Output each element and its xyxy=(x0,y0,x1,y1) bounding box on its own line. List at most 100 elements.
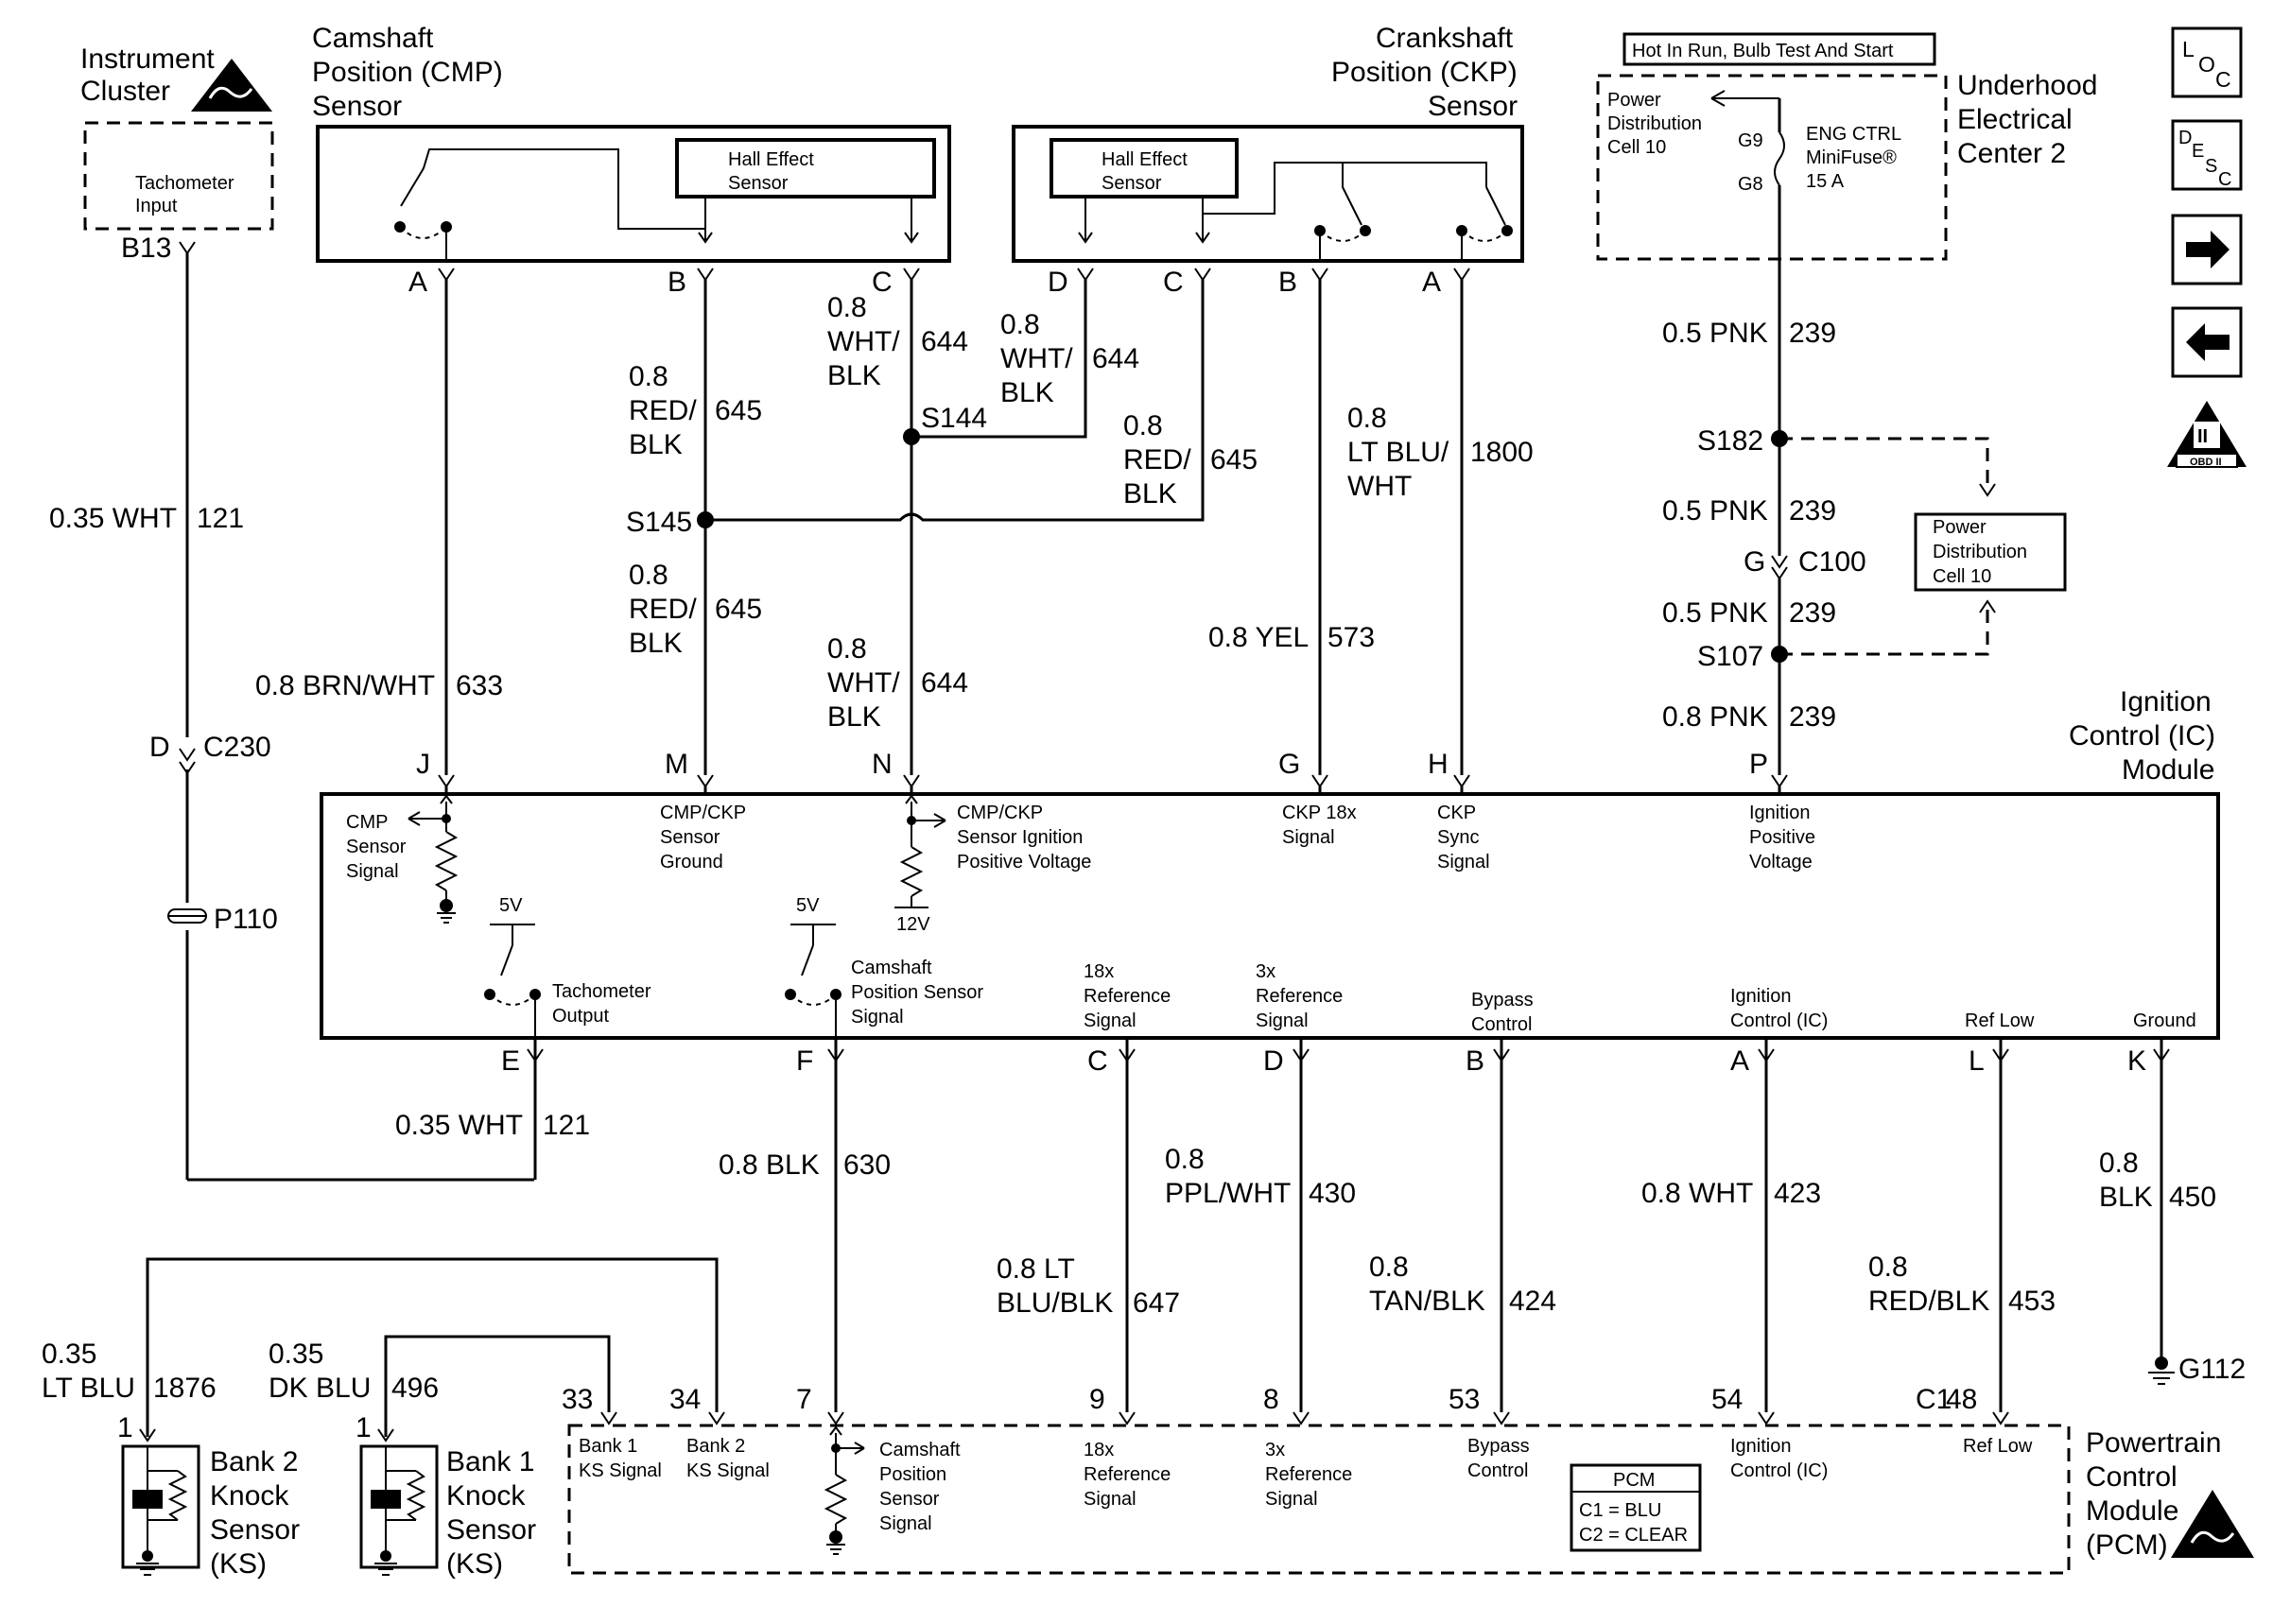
cmp-title-2: Position (CMP) xyxy=(312,57,503,88)
wire-239c-circuit: 239 xyxy=(1789,597,1836,629)
wire-644b-size: 0.8 xyxy=(1000,309,1040,340)
pcm-title: Powertrain xyxy=(2086,1427,2221,1459)
wire-239b-size: 0.5 PNK xyxy=(1662,495,1768,527)
pcm-bypass-label-2: Control xyxy=(1467,1460,1528,1481)
pcm-pin-53: 53 xyxy=(1449,1384,1480,1415)
wire-1876-circuit: 1876 xyxy=(153,1373,217,1404)
pcm-bank1-label-2: KS Signal xyxy=(579,1460,662,1481)
ic-sync-label-3: Signal xyxy=(1437,852,1490,872)
ks2-label: Bank 2 xyxy=(210,1446,298,1477)
svg-text:C: C xyxy=(2218,169,2231,190)
ic-ground-label: Ground xyxy=(2133,1011,2196,1031)
ic-ignv-label-3: Positive Voltage xyxy=(957,852,1091,872)
pcm-pin-8: 8 xyxy=(1263,1384,1279,1415)
ic-cmp-sig-label-3: Signal xyxy=(346,861,399,882)
ic-ignv-label-2: Sensor Ignition xyxy=(957,827,1083,848)
instrument-cluster-title: Instrument xyxy=(80,43,215,75)
pdc-box-label-2: Distribution xyxy=(1933,542,2027,562)
wire-1800-size: 0.8 xyxy=(1347,403,1387,434)
ckp-pin-c: C xyxy=(1163,267,1184,298)
ic-ref3-label-2: Reference xyxy=(1256,986,1343,1007)
wire-1800-circuit: 1800 xyxy=(1470,437,1534,468)
fuse-name-2: MiniFuse® xyxy=(1806,147,1897,168)
instrument-cluster-box xyxy=(83,121,274,231)
pcm-legend-c2: C2 = CLEAR xyxy=(1579,1525,1688,1546)
wire-423-circuit: 423 xyxy=(1774,1178,1821,1209)
wire-1876 xyxy=(146,1257,719,1437)
ic-5v-a: 5V xyxy=(499,895,523,916)
svg-text:D: D xyxy=(2178,128,2192,148)
pcm-pin-34: 34 xyxy=(669,1384,701,1415)
pin-b13: B13 xyxy=(121,233,171,264)
pcm-title-2: Control xyxy=(2086,1461,2178,1493)
pcm-bank1-label: Bank 1 xyxy=(579,1436,637,1457)
svg-text:C: C xyxy=(2215,67,2231,92)
ks1-pin: 1 xyxy=(356,1412,372,1443)
wire-424-circuit: 424 xyxy=(1509,1286,1556,1317)
ic-pin-l: L xyxy=(1969,1045,1985,1077)
wire-645-size: 0.8 xyxy=(629,361,668,392)
c230-pin: D xyxy=(149,732,170,763)
wire-496-circuit: 496 xyxy=(391,1373,439,1404)
cmp-pin-b: B xyxy=(668,267,686,298)
underhood-center-box xyxy=(1596,74,1948,261)
wire-1800-color: LT BLU/ xyxy=(1347,437,1449,468)
pcm-cam-label-4: Signal xyxy=(879,1513,932,1534)
pcm-cam-label: Camshaft xyxy=(879,1440,961,1460)
loc-button[interactable]: LOC xyxy=(2171,26,2243,98)
wire-645-circuit: 645 xyxy=(715,395,762,426)
ic-pin-m: M xyxy=(665,749,688,780)
wire-633-circuit: 633 xyxy=(456,670,503,701)
ks1-label-2: Knock xyxy=(446,1480,526,1512)
fuse-g9: G9 xyxy=(1738,130,1763,151)
wire-430-circuit: 430 xyxy=(1309,1178,1356,1209)
wire-644-size: 0.8 xyxy=(827,292,867,323)
next-arrow-button[interactable] xyxy=(2171,214,2243,285)
wire-645-color-2: BLK xyxy=(629,429,683,460)
ckp-hall-effect xyxy=(1050,138,1239,199)
svg-text:II: II xyxy=(2197,426,2208,447)
obd-ii-icon: II OBD II xyxy=(2167,401,2247,468)
wire-239d-circuit: 239 xyxy=(1789,701,1836,733)
wire-573-circuit: 573 xyxy=(1327,622,1375,653)
hot-in-run-text: Hot In Run, Bulb Test And Start xyxy=(1632,41,1894,61)
prev-arrow-button[interactable] xyxy=(2171,306,2243,378)
cmp-title: Camshaft xyxy=(312,23,434,54)
svg-text:OBD II: OBD II xyxy=(2190,457,2222,468)
wire-630-circuit: 630 xyxy=(843,1149,891,1181)
fuse-g8: G8 xyxy=(1738,174,1763,195)
ic-cmp-sig-label-2: Sensor xyxy=(346,837,407,857)
wire-647-circuit: 647 xyxy=(1133,1287,1180,1319)
pcm-pin-7: 7 xyxy=(796,1384,812,1415)
ks1-label-4: (KS) xyxy=(446,1548,503,1580)
ks2-label-4: (KS) xyxy=(210,1548,267,1580)
arrow-right-icon xyxy=(2186,231,2230,268)
pcm-icc-label: Ignition xyxy=(1730,1436,1792,1457)
wire-424-color: TAN/BLK xyxy=(1369,1286,1485,1317)
ic-pin-f: F xyxy=(796,1045,813,1077)
pcm-box xyxy=(567,1424,2071,1575)
instrument-cluster-title-2: Cluster xyxy=(80,76,170,107)
pcm-bank2-label-2: KS Signal xyxy=(686,1460,770,1481)
ic-icc-label: Ignition xyxy=(1730,986,1792,1007)
splice-s145: S145 xyxy=(626,507,692,538)
ic-tach-label: Tachometer xyxy=(552,981,651,1002)
ckp-hall-label: Hall Effect xyxy=(1102,149,1188,170)
pcm-pin-9: 9 xyxy=(1089,1384,1105,1415)
ic-module-box xyxy=(320,792,2220,1040)
fuse-pdc-label-2: Distribution xyxy=(1607,113,1702,134)
wire-645c-color-2: BLK xyxy=(1123,478,1177,510)
wire-423-size: 0.8 WHT xyxy=(1641,1178,1753,1209)
svg-text:E: E xyxy=(2192,141,2204,162)
cmp-pin-a: A xyxy=(408,267,427,298)
ground-g112-icon xyxy=(2148,1356,2175,1385)
ckp-title-2: Position (CKP) xyxy=(1331,57,1518,88)
wire-647-color: BLU/BLK xyxy=(997,1287,1113,1319)
ckp-hall-label-2: Sensor xyxy=(1102,173,1162,194)
ic-gnd-label-2: Sensor xyxy=(660,827,720,848)
wire-645b-color-2: BLK xyxy=(629,628,683,659)
ckp-title: Crankshaft xyxy=(1376,23,1514,54)
wire-644c-circuit: 644 xyxy=(921,667,968,699)
